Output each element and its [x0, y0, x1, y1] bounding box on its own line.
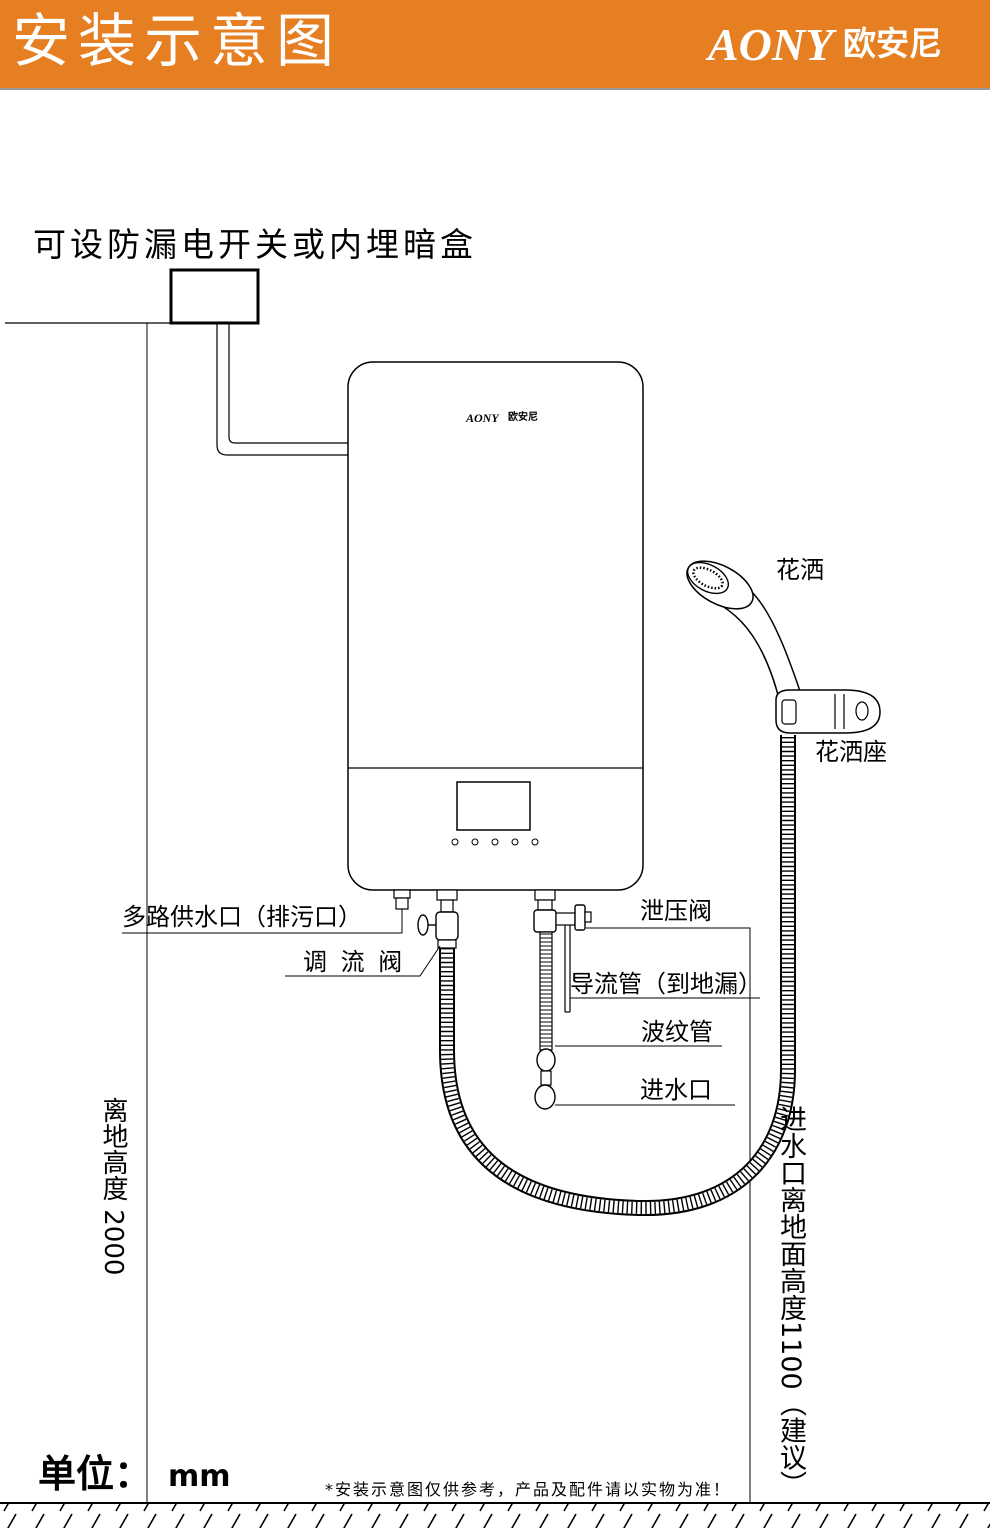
bellows-pipe — [539, 931, 553, 1051]
device-logo-latin: AONY — [466, 411, 499, 425]
bellows-pipe-label: 波纹管 — [641, 1018, 713, 1046]
page-title: 安装示意图 — [12, 7, 343, 75]
device-logo-chinese: 欧安尼 — [508, 412, 538, 423]
control-button — [511, 838, 519, 846]
brand-logo-chinese: 欧安尼 — [843, 24, 942, 63]
header-bar: 安装示意图 AONY 欧安尼 — [0, 0, 990, 90]
power-conduit-outer — [216, 323, 348, 456]
relief-valve-label: 泄压阀 — [640, 897, 712, 925]
flow-valve-label: 调 流 阀 — [303, 948, 406, 976]
water-heater-body — [347, 361, 644, 891]
shower-hose — [439, 735, 796, 1217]
multi-outlet-label: 多路供水口（排污口） — [122, 903, 362, 931]
drain-tube — [564, 925, 571, 1013]
total-height-label: 离地高度 2000 — [98, 1097, 128, 1276]
water-inlet-label: 进水口 — [640, 1076, 712, 1104]
inlet-height-label: 进水口离地面高度1100（建议） — [775, 1105, 806, 1498]
switch-box-label: 可设防漏电开关或内埋暗盒 — [33, 225, 477, 264]
inlet-height-line — [586, 927, 751, 1503]
multi-outlet-fitting — [393, 889, 411, 910]
display-screen — [456, 781, 531, 831]
flow-valve-leader — [285, 945, 441, 977]
control-button — [471, 838, 479, 846]
switch-box — [169, 268, 260, 325]
multi-outlet-leader — [122, 909, 403, 934]
inlet-connector — [540, 1070, 552, 1086]
control-button — [491, 838, 499, 846]
drain-pipe-label: 导流管（到地漏） — [570, 970, 762, 998]
pressure-relief-valve — [555, 904, 592, 931]
shower-holder — [775, 689, 881, 734]
flow-regulating-valve — [417, 889, 459, 949]
disclaimer-note: *安装示意图仅供参考，产品及配件请以实物为准！ — [325, 1480, 732, 1499]
ground-hatching — [0, 1504, 990, 1528]
shower-head-label: 花洒 — [776, 556, 824, 584]
power-conduit-inner — [228, 323, 348, 444]
unit-value: mm — [168, 1459, 231, 1494]
brand-logo-latin: AONY — [708, 19, 834, 70]
control-buttons — [451, 838, 539, 846]
inlet-tee-fitting — [533, 889, 557, 933]
water-inlet-port — [534, 1084, 556, 1110]
bellows-joint — [536, 1048, 556, 1072]
control-button — [531, 838, 539, 846]
unit-label: 单位： — [38, 1452, 153, 1496]
shower-holder-label: 花洒座 — [815, 738, 887, 766]
control-button — [451, 838, 459, 846]
